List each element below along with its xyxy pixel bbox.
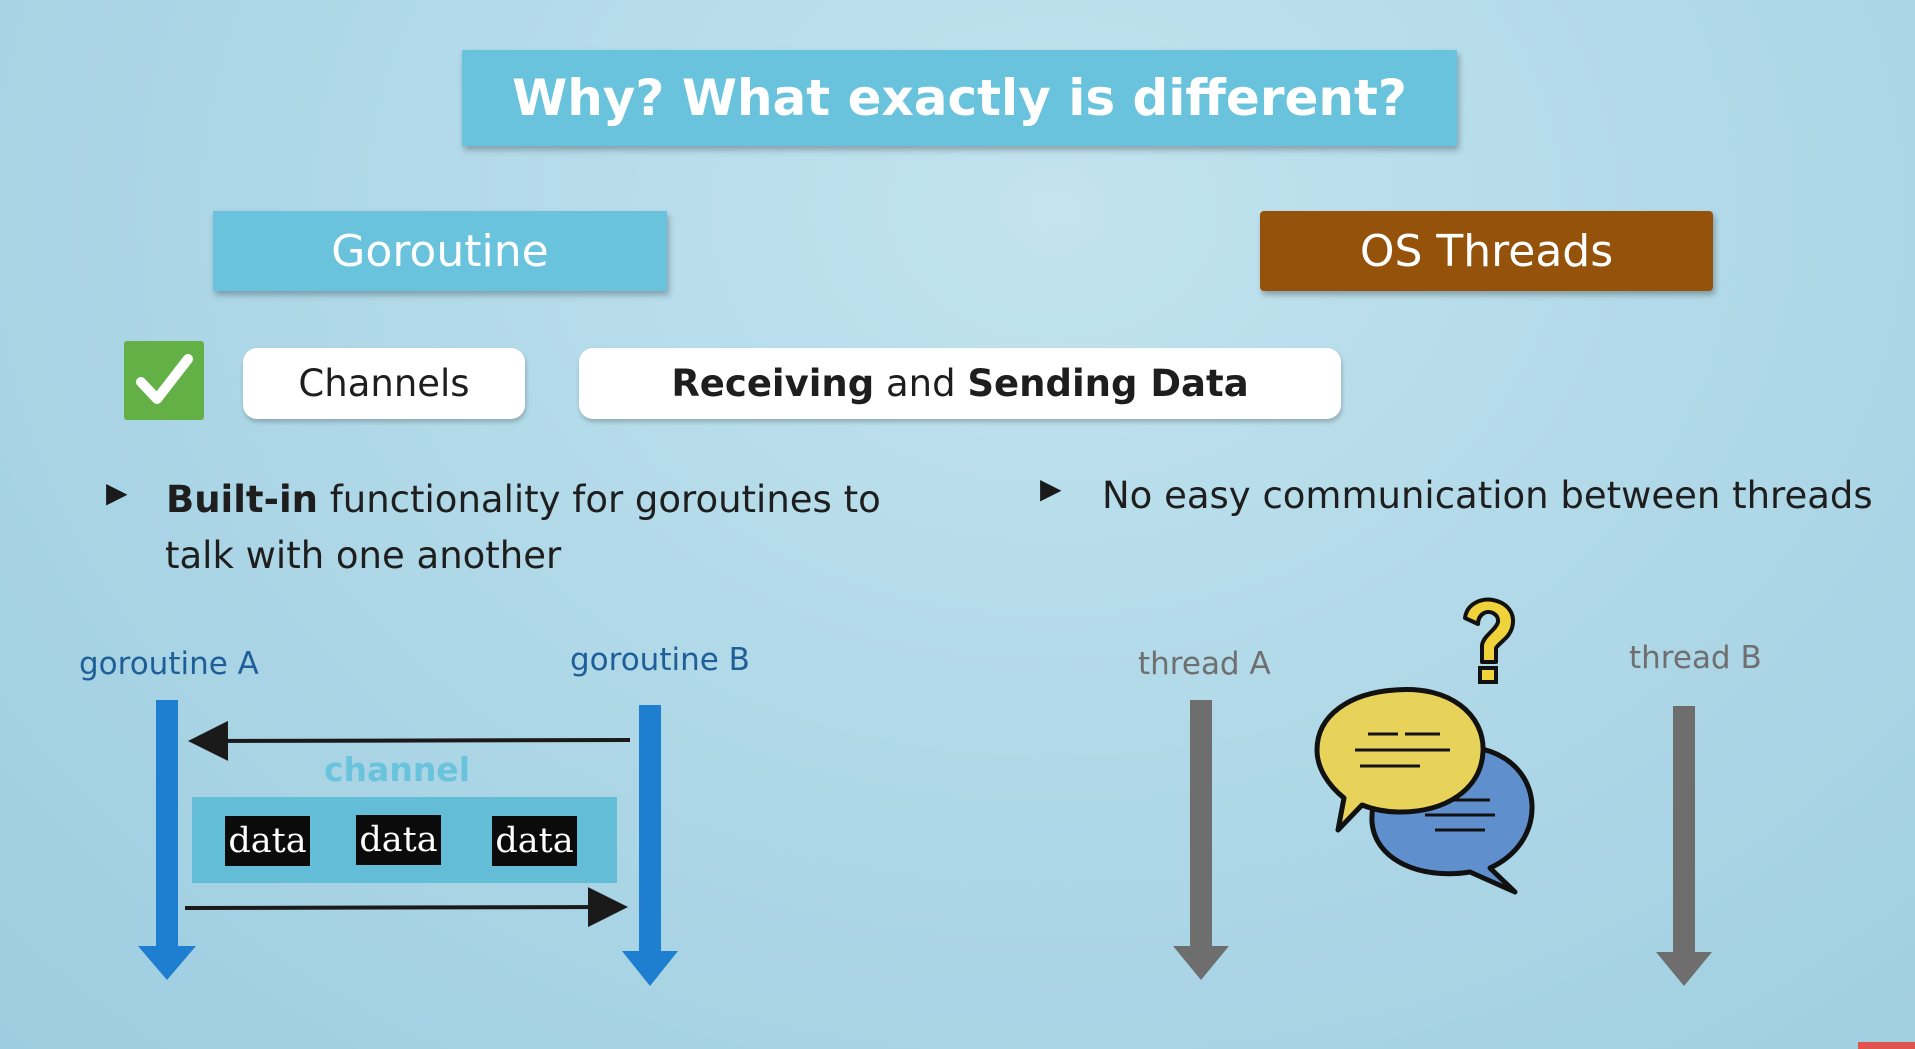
goroutine-a-label: goroutine A — [79, 646, 259, 682]
channel-arrow-left — [188, 720, 631, 761]
sending-data-text: Sending Data — [967, 362, 1249, 405]
page-title: Why? What exactly is different? — [462, 50, 1457, 146]
bullet-arrow-icon: ▶ — [1040, 472, 1062, 505]
thread-b-label: thread B — [1629, 640, 1762, 676]
data-chip: data — [492, 816, 577, 866]
checkmark-icon — [124, 341, 204, 420]
channels-pill: Channels — [243, 348, 525, 419]
corner-badge — [1858, 1042, 1915, 1049]
threads-bullet: No easy communication between threads — [1102, 474, 1873, 517]
goroutine-bullet: Built-in functionality for goroutines to… — [165, 472, 906, 584]
goroutine-header: Goroutine — [213, 211, 667, 291]
data-chip: data — [356, 815, 441, 865]
thread-a-arrow — [1173, 700, 1229, 980]
goroutine-a-arrow — [138, 700, 196, 980]
bullet-arrow-icon: ▶ — [106, 476, 128, 509]
checkmark-glyph — [136, 354, 193, 404]
receiving-sending-pill: Receiving and Sending Data — [579, 348, 1341, 419]
confused-chat-bubbles-icon — [1314, 597, 1535, 895]
receiving-text: Receiving — [671, 362, 875, 405]
goroutine-b-label: goroutine B — [570, 642, 750, 678]
goroutine-b-arrow — [622, 705, 678, 986]
thread-b-arrow — [1656, 706, 1712, 986]
builtin-bold-text: Built-in — [166, 478, 318, 521]
builtin-line2-text: talk with one another — [165, 534, 562, 577]
builtin-rest-text: functionality for goroutines to — [317, 478, 881, 521]
and-text: and — [874, 362, 968, 405]
data-chip: data — [225, 816, 310, 866]
thread-a-label: thread A — [1138, 646, 1271, 682]
channel-label: channel — [324, 750, 471, 789]
os-threads-header: OS Threads — [1260, 211, 1713, 291]
channel-arrow-right — [184, 887, 628, 928]
